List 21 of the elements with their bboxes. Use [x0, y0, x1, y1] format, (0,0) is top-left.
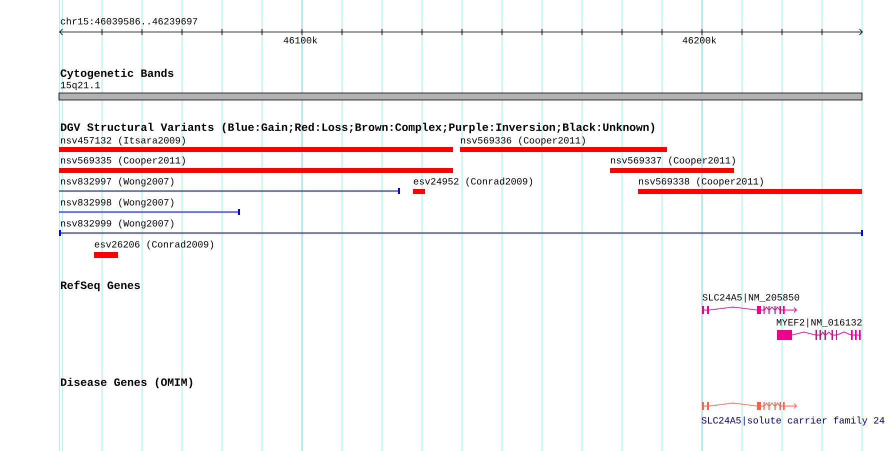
track-title: RefSeq Genes: [60, 280, 140, 292]
band-label: 15q21.1: [60, 82, 100, 90]
track-title: Cytogenetic Bands: [60, 68, 174, 80]
track-title: DGV Structural Variants (Blue:Gain;Red:Loss;Brown:Complex;Purple:Inversion;Black:Unknown): [60, 122, 654, 134]
coordinate-label: chr15:46039586..46239697: [60, 18, 198, 24]
feature-label: nsv569335 (Cooper2011): [61, 156, 185, 166]
track-title: Disease Genes (OMIM): [60, 378, 192, 388]
feature-label: nsv832999 (Wong2007): [61, 220, 174, 228]
feature-label: nsv832998 (Wong2007): [61, 198, 174, 208]
feature-label: nsv457132 (Itsara2009): [61, 136, 185, 146]
feature-label: esv26206 (Conrad2009): [94, 240, 214, 250]
gene-label: SLC24A5|NM_205850: [702, 294, 800, 302]
feature-label: nsv569337 (Cooper2011): [611, 156, 735, 166]
feature-label: nsv569338 (Cooper2011): [639, 178, 763, 186]
gene-label: SLC24A5|solute carrier family 24: [702, 416, 884, 426]
feature-label: esv24952 (Conrad2009): [414, 178, 532, 186]
tick-label: 46100k: [284, 36, 318, 44]
feature-label: nsv832997 (Wong2007): [61, 178, 174, 186]
tick-label: 46200k: [682, 36, 716, 44]
gene-label: MYEF2|NM_016132: [776, 318, 862, 328]
feature-label: nsv569336 (Cooper2011): [461, 136, 585, 146]
